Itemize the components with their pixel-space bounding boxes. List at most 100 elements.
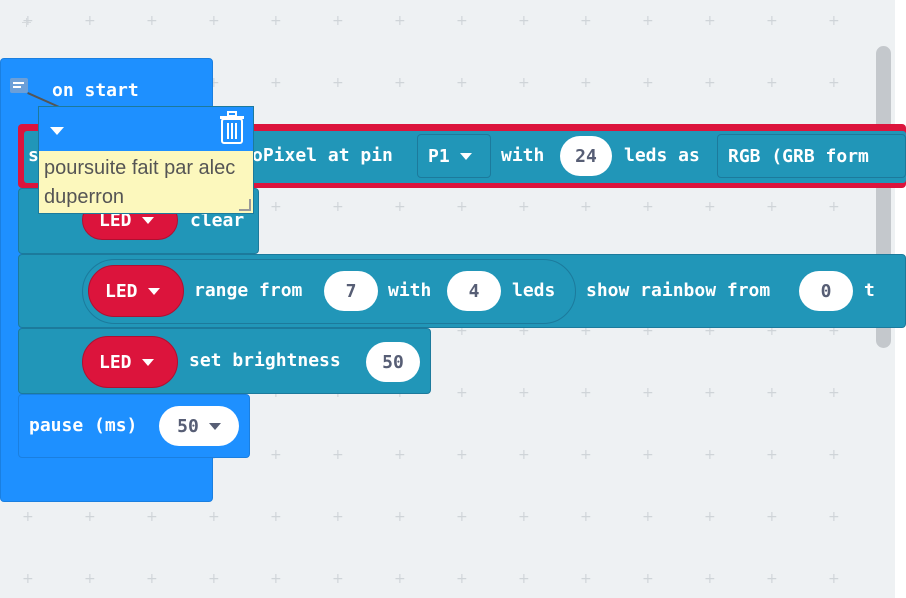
grid-plus: + (518, 509, 530, 525)
grid-plus: + (704, 13, 716, 29)
grid-plus: + (828, 199, 840, 215)
grid-plus: + (332, 571, 344, 587)
grid-plus: + (828, 13, 840, 29)
grid-plus: + (456, 13, 468, 29)
grid-plus: + (642, 571, 654, 587)
collapse-chevron-icon[interactable] (50, 127, 64, 135)
grid-plus: + (580, 13, 592, 29)
grid-plus: + (580, 199, 592, 215)
range-led-variable[interactable]: LED (88, 265, 184, 317)
chevron-down-icon (147, 287, 160, 295)
grid-plus: + (332, 199, 344, 215)
grid-plus: + (456, 509, 468, 525)
mode-value: RGB (GRB form (728, 145, 869, 167)
comment-header (39, 107, 253, 151)
grid-plus: + (642, 199, 654, 215)
grid-plus: + (642, 447, 654, 463)
grid-plus: + (642, 13, 654, 29)
chevron-down-icon (141, 216, 154, 224)
grid-plus: + (642, 75, 654, 91)
grid-plus: + (642, 385, 654, 401)
grid-plus: + (456, 571, 468, 587)
rainbow-from-input[interactable]: 0 (799, 271, 853, 311)
rainbow-to-label: t (864, 280, 875, 301)
pause-label: pause (ms) (29, 415, 138, 436)
grid-plus: + (766, 13, 778, 29)
grid-plus: + (456, 447, 468, 463)
range-from-label: range from (194, 280, 303, 301)
grid-plus: + (828, 447, 840, 463)
range-count-input[interactable]: 4 (447, 271, 501, 311)
grid-plus: + (766, 571, 778, 587)
range-with-label: with (388, 280, 432, 301)
grid-plus: + (270, 13, 282, 29)
grid-plus: + (704, 447, 716, 463)
grid-plus: + (394, 509, 406, 525)
leds-count-input[interactable]: 24 (560, 136, 612, 176)
grid-plus: + (208, 509, 220, 525)
range-from-input[interactable]: 7 (324, 271, 378, 311)
grid-plus: + (456, 385, 468, 401)
grid-plus: + (270, 447, 282, 463)
grid-plus: + (766, 385, 778, 401)
clear-label: clear (190, 210, 245, 231)
grid-plus: + (456, 199, 468, 215)
grid-plus: + (642, 323, 654, 339)
grid-plus: + (704, 385, 716, 401)
grid-plus: + (518, 447, 530, 463)
grid-plus: + (394, 447, 406, 463)
pin-value: P1 (428, 145, 450, 167)
grid-plus: + (84, 571, 96, 587)
grid-plus: + (394, 13, 406, 29)
comment-icon[interactable] (10, 78, 28, 93)
grid-plus: + (518, 13, 530, 29)
grid-plus: + (580, 75, 592, 91)
chevron-down-icon (459, 152, 472, 160)
mode-dropdown[interactable]: RGB (GRB form (717, 134, 906, 178)
grid-plus: + (580, 447, 592, 463)
grid-plus: + (518, 75, 530, 91)
grid-plus: + (146, 571, 158, 587)
leds-as-label: leds as (624, 145, 700, 166)
chevron-down-icon (208, 422, 221, 430)
grid-plus: + (518, 571, 530, 587)
grid-plus: + (828, 75, 840, 91)
brightness-led-variable[interactable]: LED (82, 336, 178, 388)
grid-plus: + (270, 75, 282, 91)
grid-plus: + (270, 571, 282, 587)
grid-plus: + (518, 385, 530, 401)
grid-plus: + (208, 75, 220, 91)
grid-plus: + (828, 509, 840, 525)
range-leds-label: leds (512, 280, 556, 301)
grid-plus: + (208, 13, 220, 29)
pause-dropdown[interactable]: 50 (159, 406, 239, 446)
grid-plus: + (704, 571, 716, 587)
grid-plus: + (766, 199, 778, 215)
grid-plus: + (766, 447, 778, 463)
grid-plus: + (332, 447, 344, 463)
resize-handle-icon[interactable] (239, 199, 251, 211)
brightness-input[interactable]: 50 (366, 342, 420, 382)
pin-dropdown[interactable]: P1 (417, 134, 491, 178)
grid-plus: + (456, 75, 468, 91)
grid-plus: + (580, 509, 592, 525)
show-rainbow-label: show rainbow from (586, 280, 771, 301)
grid-plus: + (456, 323, 468, 339)
comment-bubble[interactable]: poursuite fait par alec duperron (38, 106, 254, 214)
grid-plus: + (518, 323, 530, 339)
grid-plus: + (84, 13, 96, 29)
grid-plus: + (580, 571, 592, 587)
on-start-label: on start (52, 80, 139, 101)
grid-plus: + (84, 509, 96, 525)
grid-plus: + (208, 571, 220, 587)
trash-icon[interactable] (218, 111, 246, 145)
comment-text[interactable]: poursuite fait par alec duperron (39, 151, 253, 213)
grid-plus: + (22, 571, 34, 587)
neopixel-var-label: s (28, 145, 39, 166)
grid-plus: + (146, 509, 158, 525)
grid-plus: + (146, 13, 158, 29)
grid-plus: + (580, 385, 592, 401)
grid-plus: + (270, 199, 282, 215)
grid-plus: + (394, 571, 406, 587)
grid-plus: + (766, 75, 778, 91)
